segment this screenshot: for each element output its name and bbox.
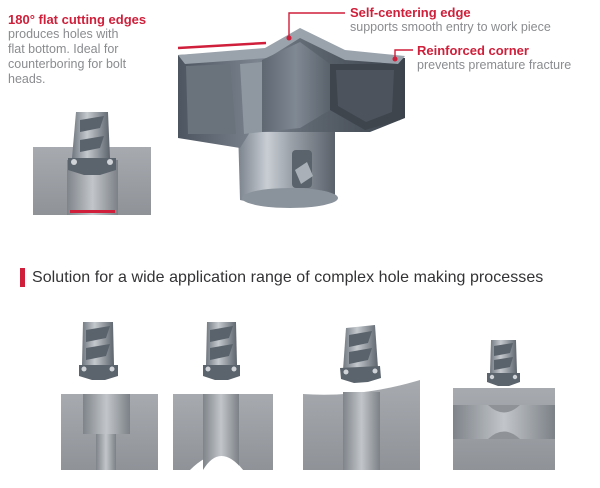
process-curved-surface [303,325,420,470]
self-centering-leader [286,12,345,41]
process-angled-exit [173,322,273,470]
self-centering-description: supports smooth entry to work piece [350,20,551,34]
section-heading: Solution for a wide application range of… [32,269,544,286]
process-stepped-hole [61,322,158,470]
flat-edge-marker [177,41,267,50]
reinforced-corner-callout: Reinforced corner prevents premature fra… [417,43,571,73]
self-centering-callout: Self-centering edge supports smooth entr… [350,5,551,35]
section-heading-bar [20,268,25,287]
flat-edges-callout: 180° flat cutting edges produces holes w… [8,12,183,87]
reinforced-corner-title: Reinforced corner [417,43,529,58]
counterbore-block-image [33,112,151,215]
self-centering-title: Self-centering edge [350,5,471,20]
process-cross-hole [453,340,555,470]
reinforced-corner-description: prevents premature fracture [417,58,572,72]
reinforced-corner-leader [392,49,413,62]
flat-edges-title: 180° flat cutting edges [8,12,147,27]
flat-edges-description: produces holes with flat bottom. Ideal f… [8,27,127,86]
drill-head-image [178,28,405,208]
